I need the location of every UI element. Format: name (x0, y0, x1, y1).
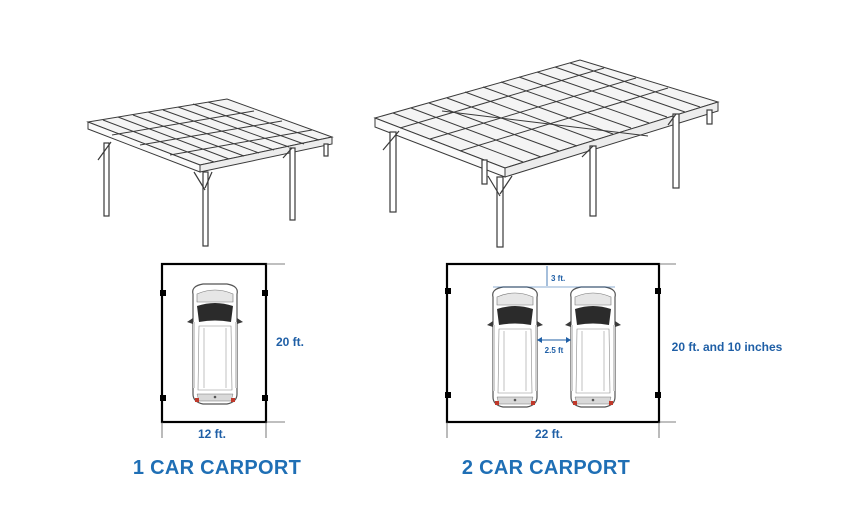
carport-outline (160, 262, 268, 424)
depth-label: 20 ft. (276, 335, 304, 349)
between-cars-label: 2.5 ft (545, 346, 564, 355)
width-label: 12 ft. (198, 427, 226, 441)
car-top-view (186, 283, 244, 405)
one-car-plan-view: 20 ft. 12 ft. 1 CAR CARPORT (133, 262, 304, 479)
front-gap-label: 3 ft. (551, 274, 565, 283)
one-car-carport-3d-frame (86, 98, 334, 247)
carport-outline (445, 262, 661, 424)
depth-label: 20 ft. and 10 inches (672, 340, 783, 354)
car-top-view-left (486, 286, 544, 408)
two-car-plan-view: 3 ft. 2.5 ft 20 ft. and 10 inches 22 ft.… (445, 262, 783, 479)
caption-two-car: 2 CAR CARPORT (462, 457, 630, 479)
width-label: 22 ft. (535, 427, 563, 441)
car-top-view-right (564, 286, 622, 408)
caption-one-car: 1 CAR CARPORT (133, 457, 301, 479)
post-markers (445, 288, 661, 398)
two-car-carport-3d-frame (373, 59, 720, 248)
post-markers (160, 290, 268, 401)
